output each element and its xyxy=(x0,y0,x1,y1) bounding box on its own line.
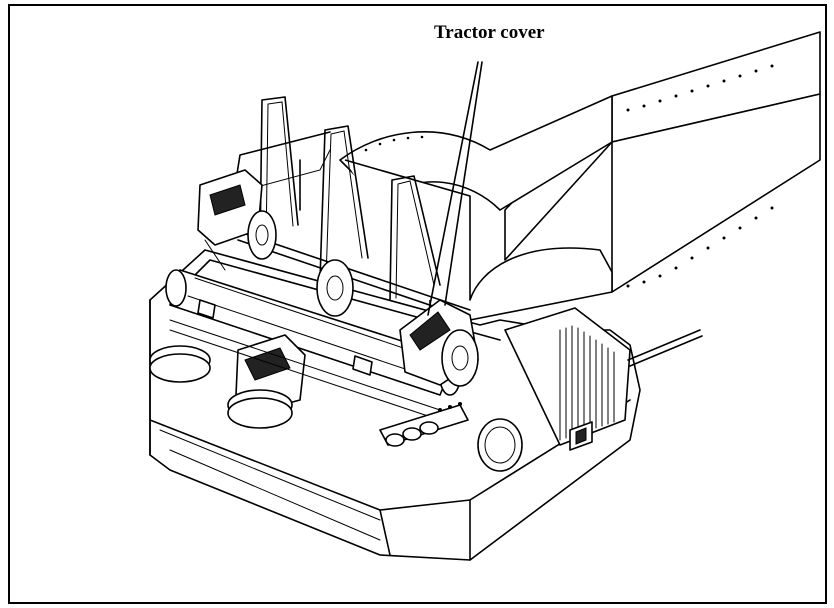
paper-guide-wires xyxy=(235,96,441,301)
power-cable xyxy=(627,329,703,367)
top-cover-vent xyxy=(504,307,631,446)
callout-leader-lines xyxy=(427,61,483,316)
platen-knob xyxy=(477,418,523,472)
paper-feed-holes xyxy=(364,64,774,288)
tractor-cover-label: Tractor cover xyxy=(434,22,545,43)
ribbon-spools xyxy=(149,345,293,429)
power-switch xyxy=(569,421,593,451)
control-panel xyxy=(379,402,469,447)
tractor-cover xyxy=(399,299,479,387)
left-tractor-unit xyxy=(197,169,277,271)
